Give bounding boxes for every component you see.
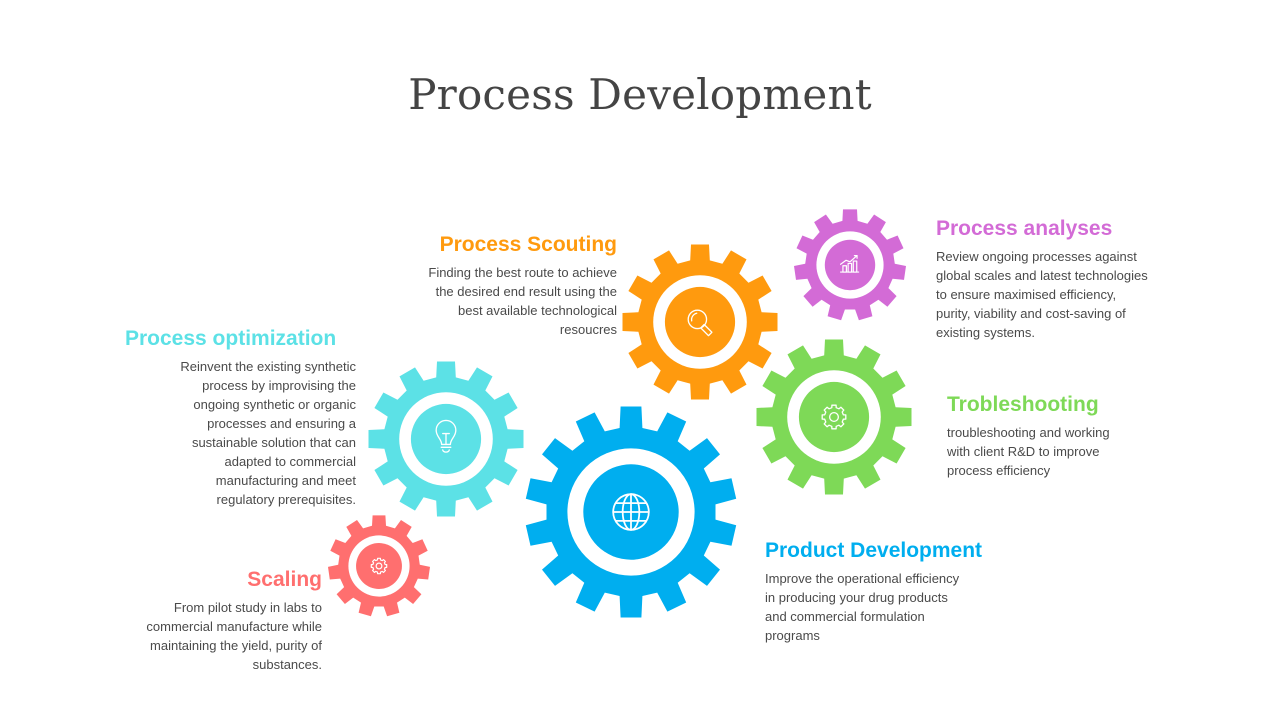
cog-icon (821, 404, 847, 430)
scouting-description: Finding the best route to achieve the de… (428, 265, 617, 337)
globe-icon (612, 493, 650, 531)
lightbulb-icon (435, 419, 457, 453)
analyses-description: Review ongoing processes against global … (936, 249, 1148, 340)
analyses-block: Process analyses Review ongoing processe… (936, 217, 1196, 342)
troubleshooting-block: Trobleshooting troubleshooting and worki… (947, 393, 1167, 480)
product-development-heading: Product Development (765, 539, 983, 562)
product-development-block: Product Development Improve the operatio… (765, 539, 1025, 645)
scouting-block: Process Scouting Finding the best route … (357, 233, 617, 339)
magnifier-icon (687, 309, 713, 337)
optimization-block: Process optimization Reinvent the existi… (96, 327, 356, 509)
analyses-heading: Process analyses (936, 217, 1113, 240)
scaling-heading: Scaling (247, 568, 322, 591)
growth-chart-icon (839, 254, 860, 273)
troubleshooting-heading: Trobleshooting (947, 393, 1099, 416)
scouting-heading: Process Scouting (439, 233, 617, 256)
troubleshooting-description: troubleshooting and working with client … (947, 425, 1110, 478)
page-title: Process Development (408, 70, 872, 119)
optimization-heading: Process optimization (125, 327, 337, 350)
optimization-description: Reinvent the existing synthetic process … (180, 359, 356, 507)
cog-icon (370, 557, 388, 575)
scaling-block: Scaling From pilot study in labs to comm… (102, 568, 322, 674)
scaling-description: From pilot study in labs to commercial m… (146, 600, 322, 672)
product-development-description: Improve the operational efficiency in pr… (765, 571, 960, 643)
